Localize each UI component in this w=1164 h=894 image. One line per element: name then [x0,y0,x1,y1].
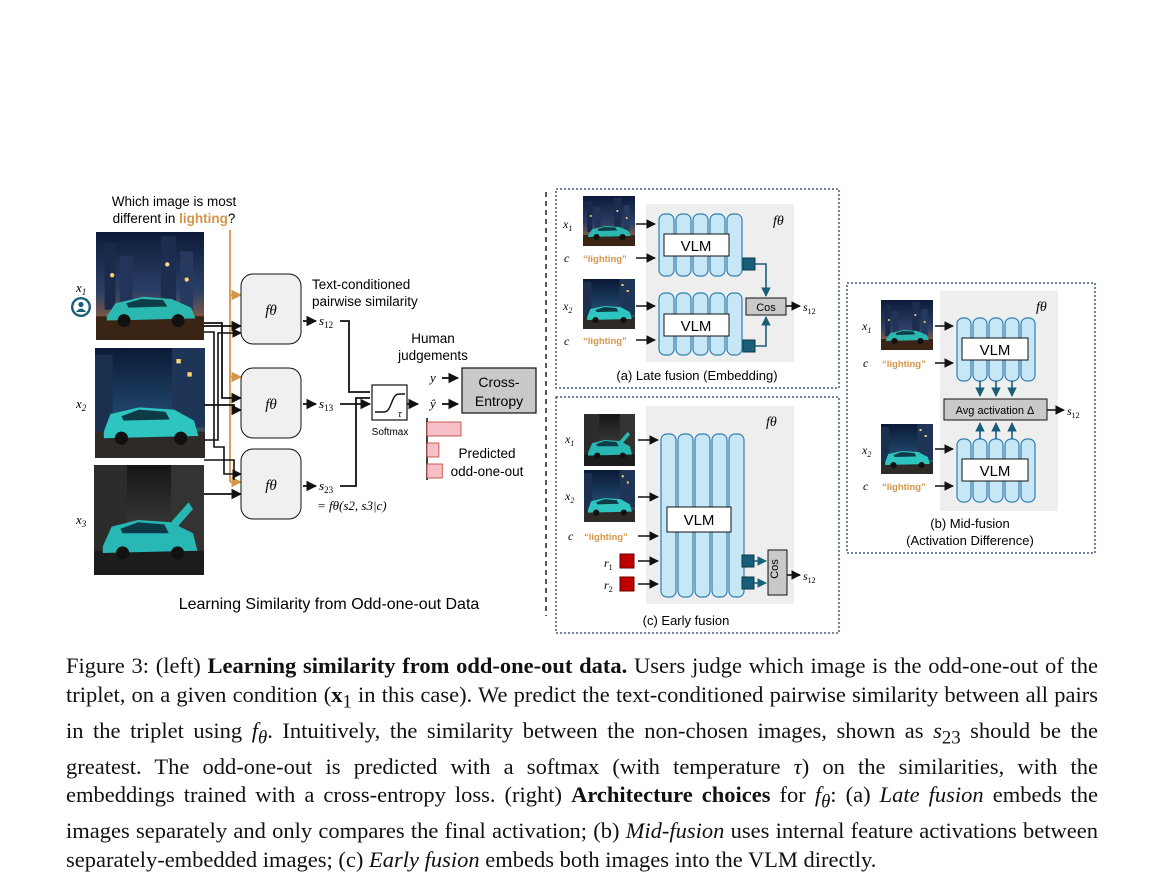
similarity-title-2: pairwise similarity [312,294,418,309]
svg-text:s12: s12 [803,300,816,316]
predicted-label-1: Predicted [458,446,515,461]
svg-text:Cos: Cos [756,302,776,314]
panel-early-fusion: fθ x1 x2 c “lighting” r1 r2 VLM [555,396,840,634]
routing-lines [204,320,243,500]
svg-text:c: c [564,334,570,348]
svg-text:r1: r1 [604,556,613,572]
svg-text:VLM: VLM [681,238,712,255]
svg-text:fθ: fθ [265,478,277,494]
s23-label: s23 [319,478,334,495]
svg-text:VLM: VLM [980,463,1011,480]
question-line-1: Which image is most [112,194,237,209]
svg-text:Avg activation Δ: Avg activation Δ [956,405,1035,417]
svg-text:“lighting”: “lighting” [583,336,627,347]
question-highlight: lighting [179,211,228,226]
svg-text:VLM: VLM [980,342,1011,359]
human-judgements-2: judgements [397,348,468,363]
svg-text:(Activation Difference): (Activation Difference) [906,533,1034,548]
svg-text:fθ: fθ [766,415,777,430]
svg-text:c: c [863,479,869,493]
panel-mid-fusion: fθ x1 x2 c c “lighting” “lighting” V [846,282,1096,554]
svg-text:x1: x1 [562,217,572,233]
f-theta-box-3: fθ [240,448,302,520]
svg-text:fθ: fθ [265,303,277,319]
left-panel-title: Learning Similarity from Odd-one-out Dat… [179,596,480,613]
similarity-arrows [303,315,420,492]
yhat-label: ŷ [428,396,436,411]
label-x2: x2 [75,396,87,413]
svg-text:(b) Mid-fusion: (b) Mid-fusion [930,516,1009,531]
s12-label: s12 [319,313,333,330]
svg-text:τ: τ [398,409,402,420]
svg-text:(c) Early fusion: (c) Early fusion [643,613,730,628]
svg-text:c: c [863,356,869,370]
figure-diagram: Which image is most different in lightin… [71,188,1096,634]
condition-lines [229,230,243,488]
svg-text:Cos: Cos [769,559,781,579]
svg-text:VLM: VLM [684,512,715,529]
y-label: y [428,370,436,385]
svg-text:“lighting”: “lighting” [583,254,627,265]
image-x1 [96,232,204,340]
predicted-label-2: odd-one-out [451,464,524,479]
svg-text:fθ: fθ [773,214,784,229]
loss-arrows [442,372,460,410]
svg-text:x2: x2 [562,299,572,315]
svg-text:Entropy: Entropy [475,393,523,409]
panel-late-fusion: fθ x1 x2 c c “lighting” “lighting” [555,188,840,389]
s13-label: s13 [319,396,334,413]
predicted-bar [426,463,443,479]
image-x3 [94,465,204,575]
f-theta-box-1: fθ [240,273,302,345]
svg-text:s12: s12 [1067,404,1080,420]
question-line-2: different in lighting? [113,211,236,226]
svg-text:x2: x2 [861,443,871,459]
label-x1: x1 [75,280,86,297]
svg-text:x2: x2 [564,489,574,505]
cross-entropy-box: Cross- Entropy [461,367,537,414]
figure-caption: Figure 3: (left) Learning similarity fro… [66,653,1099,873]
svg-text:r2: r2 [604,578,613,594]
f-theta-box-2: fθ [240,367,302,439]
similarity-title-1: Text-conditioned [312,277,410,292]
svg-text:c: c [564,251,570,265]
svg-text:“lighting”: “lighting” [882,482,926,493]
svg-text:Cross-: Cross- [478,374,520,390]
svg-text:s12: s12 [803,569,816,585]
svg-text:fθ: fθ [265,397,277,413]
svg-text:x1: x1 [564,432,574,448]
svg-text:“lighting”: “lighting” [584,532,628,543]
image-x2 [95,348,205,458]
label-x3: x3 [75,512,87,529]
predicted-bar [426,442,440,458]
human-judgements-1: Human [411,331,455,346]
softmax-block: τ [371,384,408,421]
predicted-bars [426,418,462,480]
softmax-label: Softmax [372,427,409,438]
svg-text:VLM: VLM [681,318,712,335]
svg-text:(a) Late fusion (Embedding): (a) Late fusion (Embedding) [616,368,777,383]
svg-text:fθ: fθ [1036,300,1047,315]
svg-text:x1: x1 [861,319,871,335]
user-icon [71,297,91,317]
svg-text:“lighting”: “lighting” [882,359,926,370]
similarity-formula: = fθ(s2, s3|c) [317,498,387,513]
svg-text:c: c [568,529,574,543]
predicted-bar [426,421,462,437]
